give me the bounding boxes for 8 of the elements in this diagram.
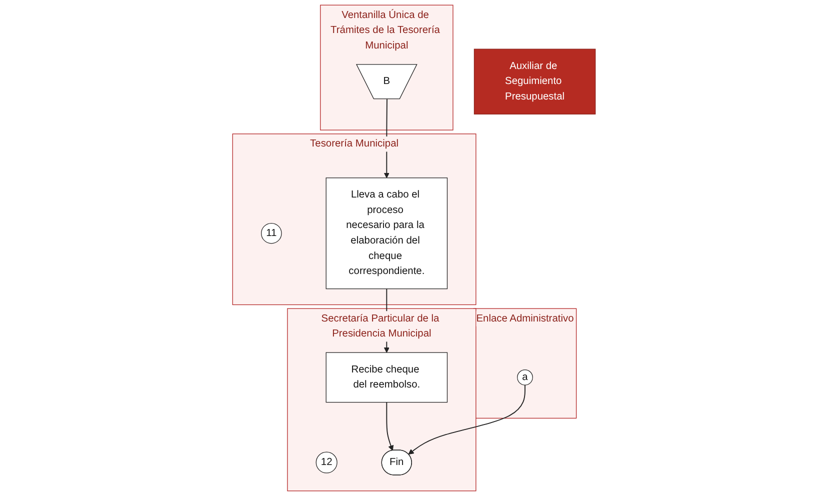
node-circle: 11 (261, 222, 282, 244)
arrow (386, 402, 394, 451)
node-circle: a (517, 369, 533, 386)
node-box: Recibe cheque del reembolso. (326, 352, 448, 403)
arrow (408, 384, 526, 455)
node-box: Auxiliar de Seguimiento Presupuestal (474, 48, 596, 114)
node-box: Lleva a cabo el proceso necesario para la elaboración del cheque correspondiente. (326, 178, 448, 290)
node-circle: 12 (316, 452, 338, 474)
